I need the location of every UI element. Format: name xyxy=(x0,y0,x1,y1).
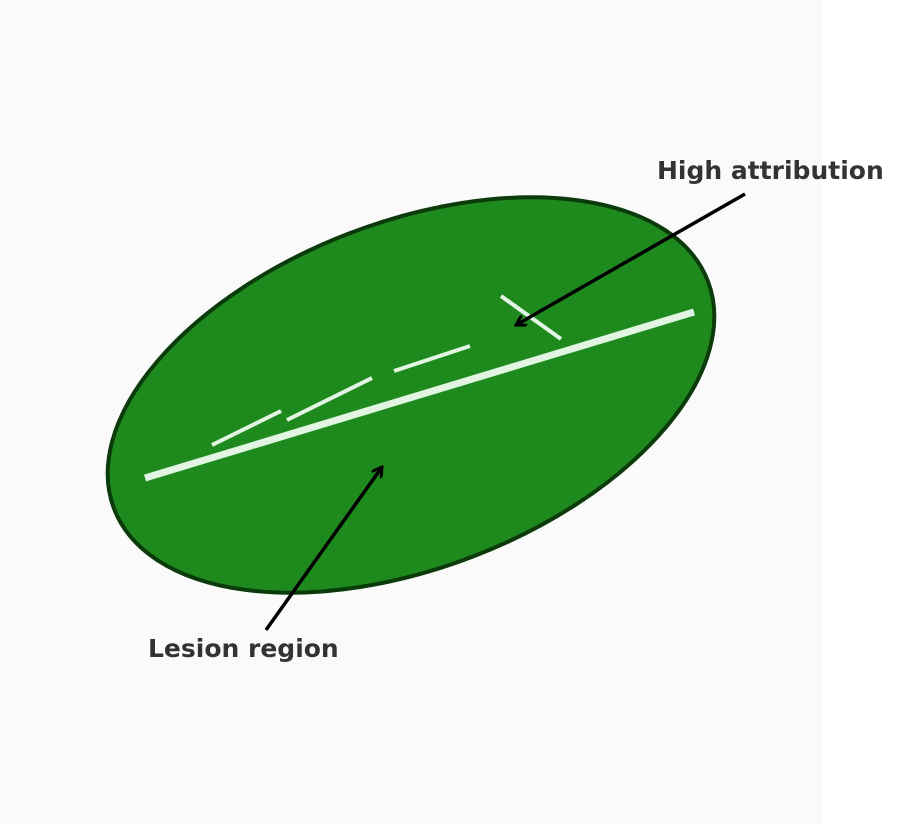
high-attribution-arrow xyxy=(516,192,746,325)
high-attribution-label: High attribution xyxy=(657,156,884,185)
leaf-vein xyxy=(211,409,282,447)
leaf-midrib xyxy=(143,308,696,482)
lesion-region-arrow xyxy=(264,467,382,632)
leaf-vein xyxy=(393,344,471,373)
lesion-region-label: Lesion region xyxy=(148,634,339,663)
leaf-vein xyxy=(286,376,373,422)
